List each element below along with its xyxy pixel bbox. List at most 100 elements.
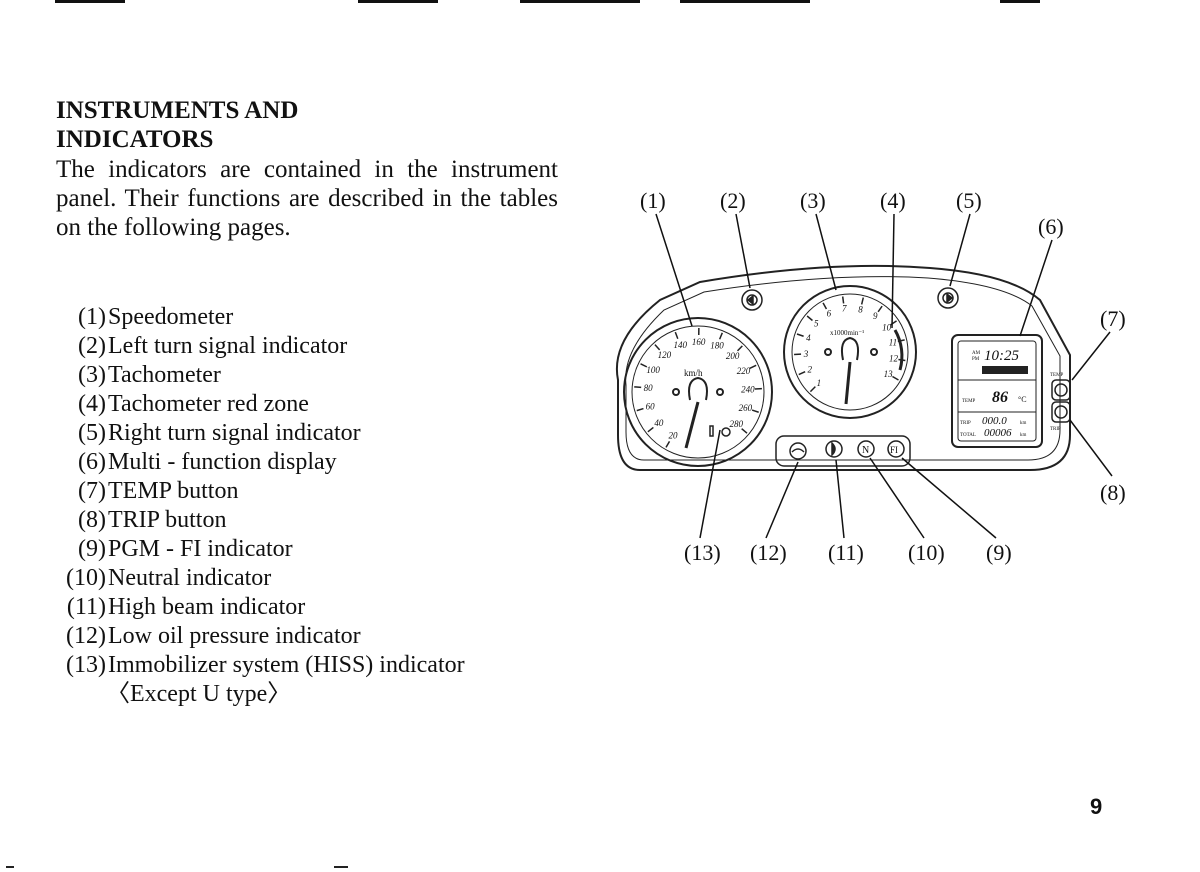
bottom-mark bbox=[6, 866, 14, 868]
trip-button[interactable] bbox=[1051, 401, 1071, 423]
tachometer-tick bbox=[806, 315, 813, 322]
legend-item-label: High beam indicator bbox=[108, 594, 306, 620]
legend-item-number: (11) bbox=[66, 594, 106, 620]
right-turn-indicator bbox=[937, 287, 959, 309]
speedometer-tick-label: 160 bbox=[692, 337, 706, 347]
speedometer-tick bbox=[736, 345, 743, 352]
legend-item-number: (8) bbox=[78, 507, 106, 533]
tachometer-tick-label: 2 bbox=[807, 365, 812, 375]
speedometer-unit: km/h bbox=[684, 368, 703, 378]
legend-item-number: (1) bbox=[78, 304, 106, 330]
speedometer-hub bbox=[672, 376, 724, 449]
tachometer-tick-label: 12 bbox=[889, 354, 899, 364]
tachometer-tick-label: 6 bbox=[827, 308, 832, 318]
legend-item-label: Tachometer red zone bbox=[108, 391, 309, 417]
speedometer-tick bbox=[640, 363, 648, 368]
legend-item-number: (3) bbox=[78, 362, 106, 388]
temp-button[interactable] bbox=[1051, 379, 1071, 401]
legend-item-label: Multi - function display bbox=[108, 449, 337, 475]
tachometer-tick bbox=[796, 333, 804, 337]
speedometer-tick-label: 260 bbox=[739, 403, 753, 413]
section-title: INSTRUMENTS AND INDICATORS bbox=[56, 96, 298, 154]
tachometer bbox=[783, 285, 917, 419]
legend-item: (4)Tachometer red zone bbox=[56, 390, 465, 419]
tachometer-tick bbox=[841, 296, 845, 304]
speedometer-tick-label: 280 bbox=[730, 419, 744, 429]
speedometer-tick bbox=[741, 428, 748, 434]
speedometer-tick bbox=[718, 332, 723, 340]
tachometer-tick-label: 7 bbox=[842, 303, 847, 313]
legend-item: (2)Left turn signal indicator bbox=[56, 332, 465, 361]
speedometer-tick-label: 40 bbox=[654, 418, 664, 428]
callout-12: (12) bbox=[750, 540, 787, 565]
tachometer-hub bbox=[824, 336, 878, 405]
tachometer-tick bbox=[877, 305, 883, 313]
speedometer-tick bbox=[654, 344, 661, 351]
panel-housing bbox=[616, 264, 1071, 471]
display-odo-value: 00006 bbox=[984, 427, 1012, 439]
legend-item: (12)Low oil pressure indicator bbox=[56, 622, 465, 651]
display-temp-label: TEMP bbox=[962, 399, 976, 404]
display-trip-label: TRIP bbox=[960, 421, 971, 426]
callout-7: (7) bbox=[1100, 306, 1126, 331]
speedometer-tick bbox=[751, 409, 759, 413]
indicator-strip bbox=[775, 435, 911, 467]
fuel-gauge-bars bbox=[982, 366, 1028, 374]
multi-function-display bbox=[951, 334, 1043, 448]
tachometer-tick-label: 9 bbox=[873, 311, 878, 321]
speedometer-tick bbox=[749, 364, 757, 369]
trip-button-label: TRIP bbox=[1050, 427, 1061, 432]
callout-4: (4) bbox=[880, 188, 906, 213]
callout-13: (13) bbox=[684, 540, 721, 565]
callout-8: (8) bbox=[1100, 480, 1126, 505]
display-clock: 10:25 bbox=[984, 348, 1019, 364]
speedometer-tick-label: 80 bbox=[644, 383, 654, 393]
tachometer-tick-label: 8 bbox=[858, 304, 863, 314]
display-odo-km: km bbox=[1020, 433, 1027, 438]
tachometer-tick bbox=[822, 302, 828, 310]
legend-note: 〈Except U type〉 bbox=[106, 681, 292, 707]
bottom-mark bbox=[334, 866, 348, 868]
tachometer-tick-label: 5 bbox=[814, 319, 819, 329]
legend-item: (6)Multi - function display bbox=[56, 448, 465, 477]
speedometer-tick-label: 180 bbox=[710, 341, 724, 351]
top-rule bbox=[1000, 0, 1040, 3]
tachometer-tick bbox=[860, 297, 865, 305]
pgm-fi-indicator-label: FI bbox=[890, 445, 898, 455]
legend-item: (8)TRIP button bbox=[56, 506, 465, 535]
speedometer-tick bbox=[647, 426, 654, 433]
legend-item-label: Low oil pressure indicator bbox=[108, 623, 361, 649]
tachometer-tick-label: 13 bbox=[884, 369, 894, 379]
speedometer-tick bbox=[636, 407, 644, 412]
display-am: AM bbox=[972, 351, 981, 356]
speedometer-tick-label: 240 bbox=[741, 384, 755, 394]
tachometer-tick-label: 3 bbox=[803, 349, 809, 359]
speedometer-tick-label: 120 bbox=[658, 350, 672, 360]
top-rule bbox=[520, 0, 640, 3]
legend-item-label: Immobilizer system (HISS) indicator bbox=[108, 652, 465, 678]
top-rule bbox=[358, 0, 438, 3]
legend-item: (3)Tachometer bbox=[56, 361, 465, 390]
legend-item-number: (9) bbox=[78, 536, 106, 562]
callout-10: (10) bbox=[908, 540, 945, 565]
tachometer-tick bbox=[892, 375, 899, 381]
callout-9: (9) bbox=[986, 540, 1012, 565]
speedometer bbox=[623, 317, 773, 467]
legend-item-label: Right turn signal indicator bbox=[108, 420, 361, 446]
display-readouts: AM PM 10:25 TEMP 86 °C TRIP 000.0 km TOT… bbox=[960, 348, 1028, 439]
speedometer-ticks bbox=[634, 327, 762, 448]
legend-item-number: (13) bbox=[66, 652, 106, 678]
leader-lines bbox=[655, 213, 1113, 539]
legend-item-label: Left turn signal indicator bbox=[108, 333, 348, 359]
low-oil-pressure-indicator bbox=[789, 442, 807, 460]
top-rule bbox=[680, 0, 810, 3]
speedometer-tick bbox=[634, 386, 642, 389]
tachometer-tick bbox=[809, 386, 816, 393]
speedometer-tick bbox=[665, 440, 671, 448]
callout-11: (11) bbox=[828, 540, 864, 565]
legend-item: (1)Speedometer bbox=[56, 303, 465, 332]
display-trip-value: 000.0 bbox=[982, 415, 1007, 427]
callout-2: (2) bbox=[720, 188, 746, 213]
